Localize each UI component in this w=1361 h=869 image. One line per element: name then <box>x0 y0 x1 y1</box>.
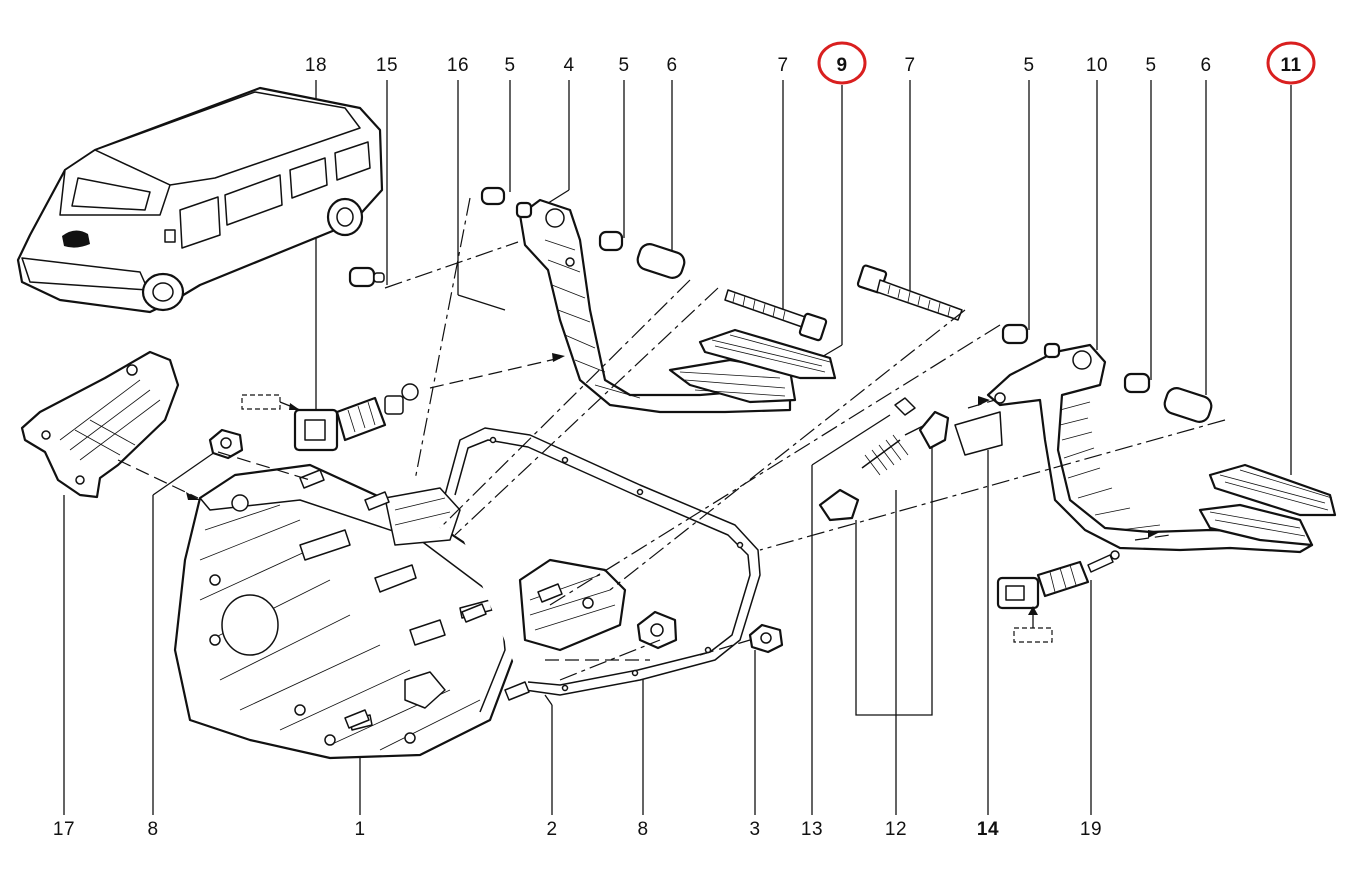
label-12: 12 <box>885 819 907 840</box>
bushings-left <box>348 186 686 288</box>
highlight-circle-11 <box>1266 41 1316 85</box>
pedal-pad-11 <box>1208 463 1337 517</box>
label-5-a: 5 <box>504 55 515 76</box>
label-18: 18 <box>305 55 327 76</box>
brake-pedal-10 <box>986 343 1314 554</box>
pedal-bracket-block <box>384 487 627 652</box>
label-17: 17 <box>53 819 75 840</box>
bracket-17 <box>20 350 180 499</box>
label-8-a: 8 <box>147 819 158 840</box>
highlight-circle-9 <box>817 41 867 85</box>
bolt-7-left <box>724 289 828 342</box>
label-7-a: 7 <box>777 55 788 76</box>
label-16: 16 <box>447 55 469 76</box>
bottom-labels: 17 8 1 2 8 3 13 12 14 19 <box>53 819 1102 840</box>
pedal-pad-9 <box>698 328 837 380</box>
bolt-7-right <box>856 264 963 321</box>
label-6-a: 6 <box>666 55 677 76</box>
label-4: 4 <box>563 55 574 76</box>
pedal-box-1 <box>173 463 522 760</box>
top-labels: 18 15 16 5 4 5 6 7 9 7 5 10 5 6 11 <box>305 55 1301 76</box>
bushings-right <box>1001 323 1213 423</box>
clutch-pedal-4 <box>518 198 797 414</box>
nuts <box>208 428 784 654</box>
studs <box>299 469 563 729</box>
label-2: 2 <box>546 819 557 840</box>
label-6-b: 6 <box>1200 55 1211 76</box>
label-5-b: 5 <box>618 55 629 76</box>
label-9: 9 <box>836 55 847 76</box>
leader-lines <box>63 80 1292 815</box>
label-7-b: 7 <box>904 55 915 76</box>
label-13: 13 <box>801 819 823 840</box>
connector-symbols <box>241 394 1053 643</box>
stop-switch-18 <box>293 383 419 452</box>
spring-rod-12 <box>818 397 1003 522</box>
label-10: 10 <box>1086 55 1108 76</box>
assembly-lines <box>117 197 1226 681</box>
label-19: 19 <box>1080 819 1102 840</box>
label-3: 3 <box>749 819 760 840</box>
label-14: 14 <box>977 819 999 840</box>
label-11: 11 <box>1280 55 1301 76</box>
stop-switch-19 <box>996 550 1120 610</box>
label-5-d: 5 <box>1145 55 1156 76</box>
label-1: 1 <box>354 819 365 840</box>
van-illustration <box>16 86 384 314</box>
label-15: 15 <box>376 55 398 76</box>
label-8-b: 8 <box>637 819 648 840</box>
label-5-c: 5 <box>1023 55 1034 76</box>
